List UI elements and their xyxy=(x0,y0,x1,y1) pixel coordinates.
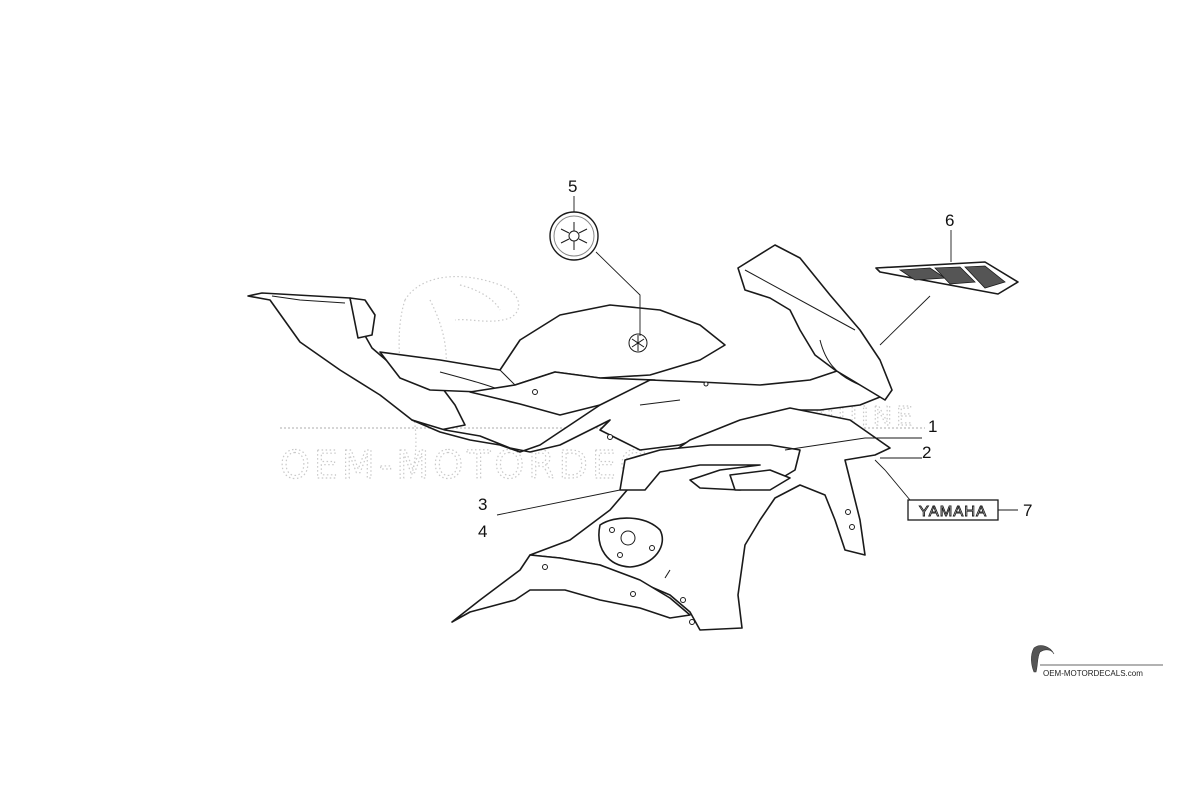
tail-cowl xyxy=(247,292,466,431)
leader-lines xyxy=(496,196,1018,516)
yamaha-decal-7: YAMAHA xyxy=(907,499,999,521)
callout-2: 2 xyxy=(922,443,931,462)
callout-1: 1 xyxy=(928,417,937,436)
fuel-tank xyxy=(379,304,726,416)
side-panel xyxy=(411,369,886,453)
footer-brand-text: OEM-MOTORDECALS.com xyxy=(1043,669,1143,678)
callout-3: 3 xyxy=(478,495,487,514)
callout-6: 6 xyxy=(945,211,954,230)
callout-5: 5 xyxy=(568,177,577,196)
callout-7: 7 xyxy=(1023,501,1032,520)
callouts: 1 2 3 4 5 6 7 xyxy=(478,177,1032,541)
emblem-5 xyxy=(549,211,599,261)
tuning-fork-icon xyxy=(560,222,588,250)
footer-brand: OEM-MOTORDECALS.com xyxy=(1031,645,1163,678)
callout-4: 4 xyxy=(478,522,487,541)
decal-6 xyxy=(875,261,1019,295)
lower-fairing xyxy=(451,407,891,631)
front-fairing-upper xyxy=(737,244,893,401)
yamaha-decal-text: YAMAHA xyxy=(919,503,987,520)
bird-logo-icon xyxy=(1031,645,1055,673)
